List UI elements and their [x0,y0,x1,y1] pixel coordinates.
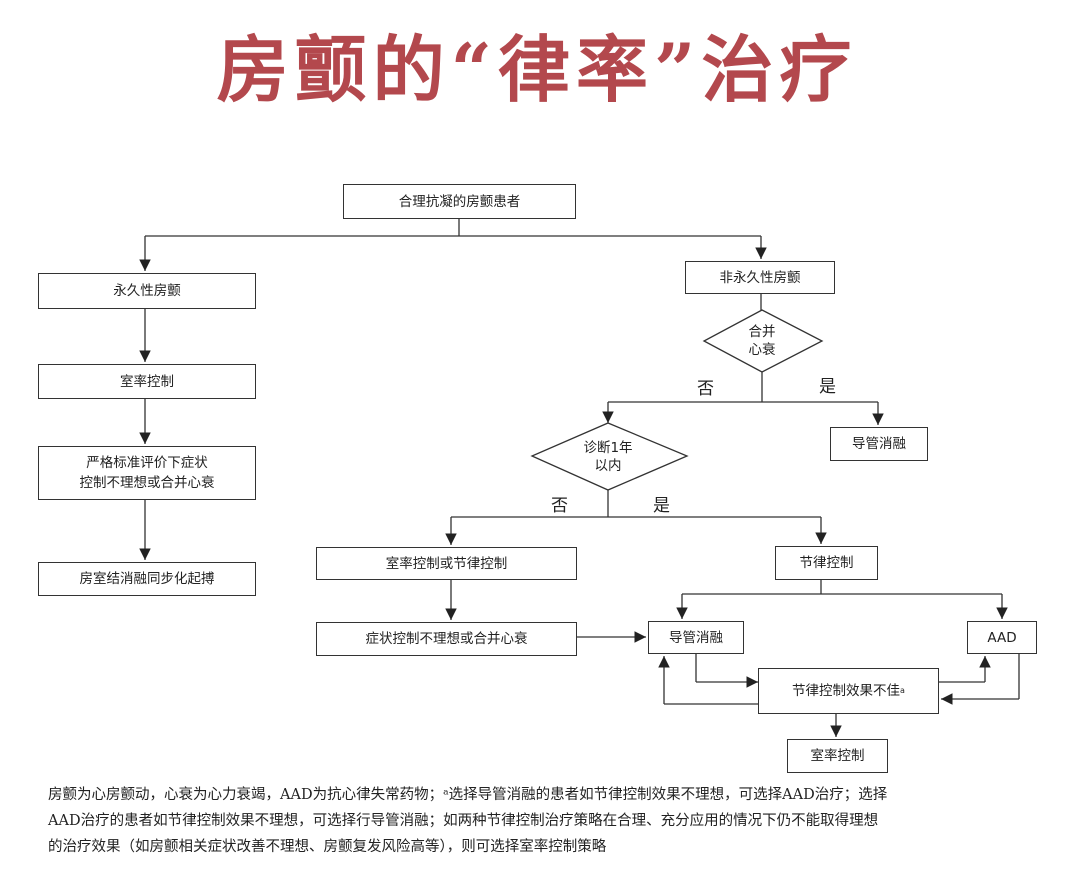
permanent-af-node: 永久性房颤 [38,273,256,309]
symptom-poor-label: 症状控制不理想或合并心衰 [365,631,528,647]
start-node: 合理抗凝的房颤患者 [343,184,576,219]
heart-failure-decision: 合并 心衰 [722,323,802,359]
strict-evaluation-line2: 控制不理想或合并心衰 [79,475,215,491]
hf-yes-label: 是 [819,377,836,397]
footnote-line1: 房颤为心房颤动，心衰为心力衰竭，AAD为抗心律失常药物；ᵃ选择导管消融的患者如节… [48,787,888,803]
rate-control-final-label: 室率控制 [810,748,865,764]
heart-failure-decision-line1: 合并 [748,324,776,340]
catheter-ablation-hf-label: 导管消融 [852,436,906,452]
start-node-label: 合理抗凝的房颤患者 [398,193,521,210]
rate-control-final-node: 室率控制 [787,739,888,773]
catheter-ablation-hf-node: 导管消融 [830,427,928,461]
diagnosis-within-1-year-decision: 诊断1年 以内 [568,439,648,475]
rate-or-rhythm-label: 室率控制或节律控制 [385,555,508,572]
heart-failure-decision-line2: 心衰 [748,342,776,358]
diagnosis-decision-line2: 以内 [594,458,622,474]
strict-evaluation-line1: 严格标准评价下症状 [86,455,208,471]
rate-control-left-node: 室率控制 [38,364,256,399]
hf-no-label: 否 [697,379,714,399]
dx-no-label: 否 [551,496,568,516]
page-title: 房颤的“律率”治疗 [216,27,858,112]
permanent-af-label: 永久性房颤 [113,283,181,299]
non-permanent-af-node: 非永久性房颤 [685,261,835,294]
diagnosis-decision-line1: 诊断1年 [583,440,633,456]
catheter-ablation-label: 导管消融 [669,629,723,646]
rhythm-control-poor-label: 节律控制效果不佳 [792,683,901,699]
av-node-ablation-pacing-node: 房室结消融同步化起搏 [38,562,256,596]
footnote: 房颤为心房颤动，心衰为心力衰竭，AAD为抗心律失常药物；ᵃ选择导管消融的患者如节… [48,782,1033,860]
symptom-poor-node: 症状控制不理想或合并心衰 [316,622,577,656]
catheter-ablation-node: 导管消融 [648,621,744,654]
aad-label: AAD [987,629,1017,646]
footnote-line2: AAD治疗的患者如节律控制效果不理想，可选择行导管消融；如两种节律控制治疗策略在… [48,813,879,829]
rate-control-left-label: 室率控制 [120,373,174,390]
non-permanent-af-label: 非永久性房颤 [719,269,801,286]
footnote-line3: 的治疗效果（如房颤相关症状改善不理想、房颤复发风险高等），则可选择室率控制策略 [48,839,607,855]
av-node-ablation-pacing-label: 房室结消融同步化起搏 [79,571,215,587]
rhythm-control-node: 节律控制 [775,546,878,580]
rhythm-control-label: 节律控制 [799,555,854,571]
aad-node: AAD [967,621,1037,654]
rate-or-rhythm-node: 室率控制或节律控制 [316,547,577,580]
strict-evaluation-node: 严格标准评价下症状 控制不理想或合并心衰 [38,446,256,500]
dx-yes-label: 是 [653,496,670,516]
